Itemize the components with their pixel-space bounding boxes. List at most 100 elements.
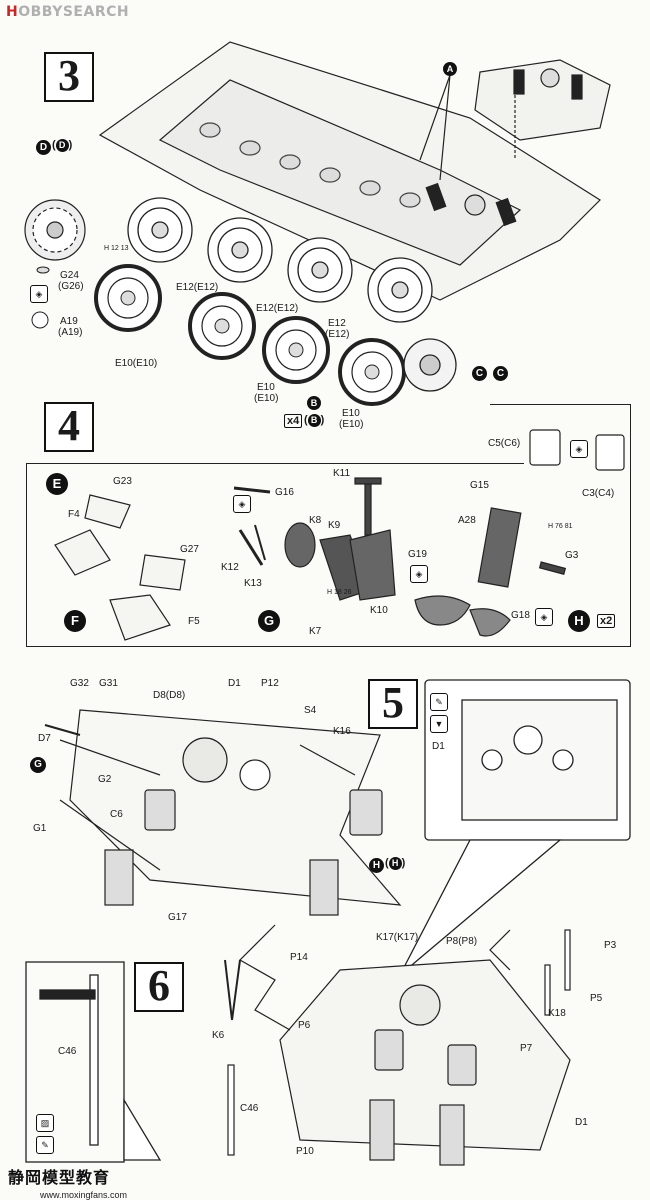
step-4-frame-right-top <box>490 404 630 405</box>
label-g23: G23 <box>113 476 132 487</box>
step-4-box: 4 <box>44 402 94 452</box>
step-5-number: 5 <box>382 678 404 727</box>
hull-drawing <box>98 41 611 301</box>
label-p6: P6 <box>298 1020 311 1031</box>
label-c5-c6: C5(C6) <box>488 438 521 449</box>
glue-icon-g: ◈ <box>233 495 251 513</box>
step-3-box: 3 <box>44 52 94 102</box>
callout-circle-d: D <box>36 140 51 155</box>
label-c46-b: C46 <box>240 1103 259 1114</box>
label-p7: P7 <box>520 1043 533 1054</box>
label-k17: K17(K17) <box>376 932 419 943</box>
label-e10-b: E10 <box>257 382 275 393</box>
label-e12-b: E12(E12) <box>256 303 299 314</box>
label-k9: K9 <box>328 520 341 531</box>
label-d1-inset: D1 <box>432 741 445 752</box>
label-k18: K18 <box>548 1008 566 1019</box>
step6-frame <box>25 961 162 1163</box>
label-d1-6: D1 <box>575 1117 588 1128</box>
glue-icon: ◈ <box>30 285 48 303</box>
label-g26: (G26) <box>58 281 84 292</box>
callout-circle-c-2: C <box>493 366 508 381</box>
label-g16: G16 <box>275 487 294 498</box>
repeat-x2-badge: x2 <box>597 614 616 628</box>
label-c6: C6 <box>110 809 123 820</box>
road-wheels <box>94 197 457 406</box>
texture-icon: ▨ <box>36 1114 54 1132</box>
label-p3: P3 <box>604 940 617 951</box>
glue-icon-h3: ◈ <box>535 608 553 626</box>
step-3-number: 3 <box>58 51 80 100</box>
label-g32: G32 <box>70 678 89 689</box>
label-g19: G19 <box>408 549 427 560</box>
part-a19 <box>31 311 49 329</box>
label-h-7681: H 76 81 <box>548 523 573 530</box>
label-d8: D8(D8) <box>153 690 186 701</box>
label-e12-c: E12 <box>328 318 346 329</box>
repeat-x4-badge: x4 <box>284 414 303 428</box>
glue-icon-h2: ◈ <box>410 565 428 583</box>
label-g15: G15 <box>470 480 489 491</box>
label-h-1826: H 18 26 <box>327 589 352 596</box>
label-e12-c-paren: (E12) <box>325 329 350 340</box>
label-f5: F5 <box>188 616 200 627</box>
section-h-badge: H <box>568 610 590 632</box>
label-h-1213: H 12 13 <box>104 245 129 252</box>
label-a28: A28 <box>458 515 476 526</box>
label-e10-c: E10 <box>342 408 360 419</box>
label-k10: K10 <box>370 605 388 616</box>
callout-circle-a: A <box>443 62 457 76</box>
callout-circle-h: H <box>369 858 384 873</box>
label-k11: K11 <box>333 468 351 479</box>
label-p14: P14 <box>290 952 308 963</box>
label-c3-c4: C3(C4) <box>582 488 615 499</box>
label-e10-b-paren: (E10) <box>254 393 279 404</box>
label-g3: G3 <box>565 550 579 561</box>
label-p12: P12 <box>261 678 279 689</box>
step-4-frame <box>26 404 631 647</box>
label-f4: F4 <box>68 509 80 520</box>
label-a19-paren: (A19) <box>58 327 83 338</box>
paint-icon-6: ✎ <box>36 1136 54 1154</box>
label-k6: K6 <box>212 1030 225 1041</box>
glue-icon-h1: ◈ <box>570 440 588 458</box>
filter-icon: ▼ <box>430 715 448 733</box>
part-g24 <box>36 266 50 274</box>
label-g31: G31 <box>99 678 118 689</box>
label-g24: G24 <box>60 270 79 281</box>
step5-plate <box>44 709 402 916</box>
logo-suffix: SEARCH <box>62 4 130 20</box>
label-e10-c-paren: (E10) <box>339 419 364 430</box>
label-g18: G18 <box>511 610 530 621</box>
label-g2: G2 <box>98 774 112 785</box>
drive-sprocket <box>24 199 86 261</box>
hobbysearch-logo: HOBBYSEARCH <box>6 4 129 20</box>
step-4-frame-left <box>26 463 27 647</box>
paint-icon: ✎ <box>430 693 448 711</box>
logo-brand: H <box>6 4 19 20</box>
label-k13: K13 <box>244 578 262 589</box>
step-5-box: 5 <box>368 679 418 729</box>
label-g1: G1 <box>33 823 47 834</box>
label-k8: K8 <box>309 515 322 526</box>
label-a19: A19 <box>60 316 78 327</box>
callout-circle-c-1: C <box>472 366 487 381</box>
step-4-number: 4 <box>58 401 80 450</box>
callout-circle-d-paren: (D) <box>52 139 73 152</box>
watermark-url: www.moxingfans.com <box>40 1190 128 1200</box>
step-6-box: 6 <box>134 962 184 1012</box>
label-k16: K16 <box>333 726 351 737</box>
label-g17: G17 <box>168 912 187 923</box>
callout-circle-g: G <box>30 757 46 773</box>
callout-circle-b-paren: (B) <box>304 414 325 427</box>
callout-circle-b: B <box>307 396 321 410</box>
label-p10: P10 <box>296 1146 314 1157</box>
logo-text: OBBY <box>18 4 63 20</box>
callout-circle-h-paren: (H) <box>385 857 406 870</box>
label-d7: D7 <box>38 733 51 744</box>
label-d1: D1 <box>228 678 241 689</box>
step-4-frame-top <box>26 463 524 464</box>
label-c46: C46 <box>58 1046 77 1057</box>
section-g-badge: G <box>258 610 280 632</box>
